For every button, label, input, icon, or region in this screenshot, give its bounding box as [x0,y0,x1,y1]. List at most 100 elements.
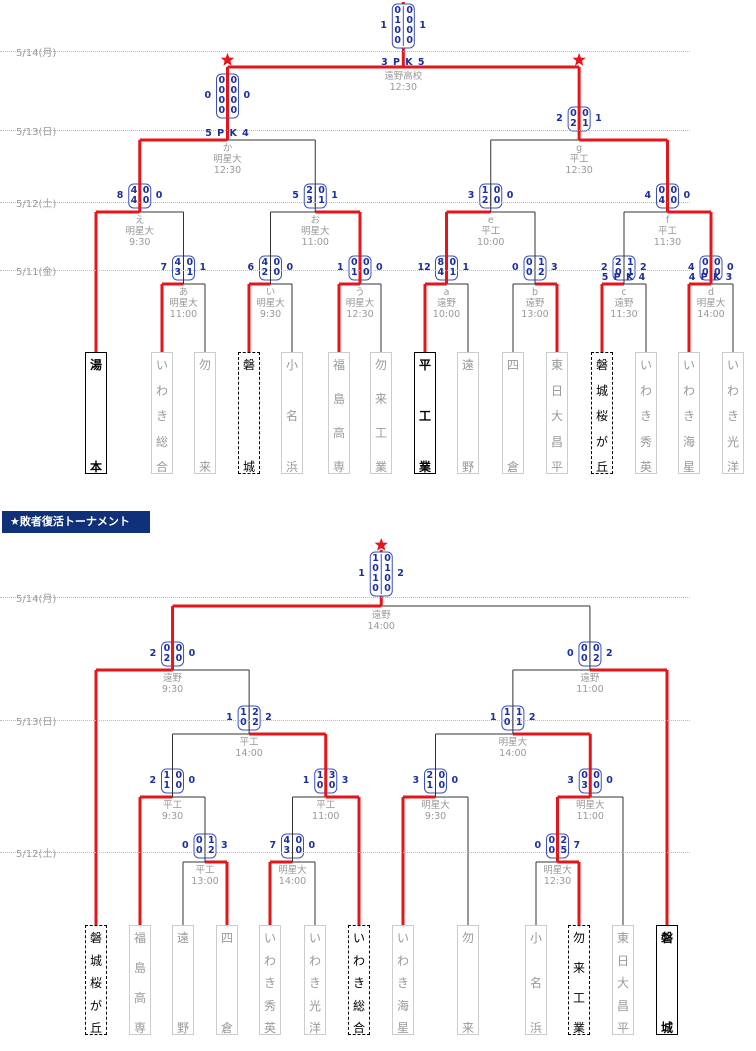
team-name-char: 城 [595,383,608,398]
match-time: 9:30 [424,811,447,822]
team-name-char: 英 [639,460,652,474]
half-score: 4 [261,257,269,268]
half-score: 4 [658,195,666,206]
match-id: e [487,215,494,226]
half-score: 0 [526,257,533,268]
team-name-char: 磐 [595,358,608,372]
half-score: 0 [593,770,600,781]
half-score: 0 [196,835,203,846]
total-score-right: 0 [376,262,383,273]
team-box: 小名浜 [525,925,547,1035]
team-name-char: 来 [198,460,211,474]
team-name-char: 桜 [89,976,102,990]
team-box: 東日大昌平 [612,925,634,1035]
total-score-right: 3 [221,840,228,851]
team-box: いわき光洋 [722,352,744,474]
date-gridline [0,130,690,131]
team-name-char: 昌 [550,434,563,449]
half-score: 0 [592,643,600,654]
team-box: 遠野 [457,352,479,474]
match-venue: 平工 [195,865,215,876]
team-box: 平工業 [414,352,436,474]
half-score: 0 [394,35,401,46]
half-score: 0 [670,195,678,206]
half-score: 4 [437,267,445,278]
half-score: 0 [175,653,183,664]
team-name-char: 倉 [220,1021,233,1035]
half-score: 1 [208,835,215,846]
match-time: 9:30 [259,309,282,320]
team-name-char: 遠 [461,358,474,372]
half-score: 0 [702,267,709,278]
half-score: 0 [186,257,194,268]
team-name-char: 業 [572,1021,585,1035]
team-name-char: 島 [332,392,345,406]
team-name-char: き [396,976,409,990]
total-score-right: 1 [199,262,207,273]
team-name-char: 来 [572,961,585,975]
half-score: 0 [295,835,303,846]
team-name-char: 高 [133,991,146,1005]
half-score: 0 [372,563,379,574]
half-score: 3 [174,267,182,278]
half-score: 1 [372,553,379,564]
match-id: c [621,287,627,298]
half-score: 1 [163,770,171,781]
match-time: 12:30 [213,165,242,176]
match-venue: 遠野 [614,298,634,309]
half-score: 0 [230,75,238,86]
match-venue: 明星大 [300,226,330,237]
match-time: 11:00 [576,684,604,695]
team-box: いわき秀英 [259,925,281,1035]
match-id: う [355,287,365,298]
half-score: 1 [351,267,358,278]
team-box: 勿来 [457,925,479,1035]
team-name-char: き [726,409,739,423]
team-name-char: 総 [155,434,168,449]
team-name-char: い [352,931,365,945]
repechage-banner: ★敗者復活トーナメント [2,511,150,533]
half-score: 2 [163,653,171,664]
match-id: d [707,287,715,298]
half-score: 0 [406,15,413,26]
half-score: 0 [438,780,446,791]
half-score: 1 [515,707,523,718]
team-name-char: 勿 [461,931,474,945]
half-score: 0 [273,267,281,278]
team-name-char: 日 [616,953,629,968]
match-time: 11:30 [653,237,682,248]
total-score-right: 1 [419,20,426,31]
half-score: 1 [316,770,324,781]
total-score-right: 2 [528,712,536,723]
team-name-char: 平 [550,460,563,474]
total-score-left: 4 [688,262,695,273]
team-name-char: 合 [155,460,168,474]
team-name-char: 野 [176,1021,189,1035]
winner-star-icon [572,53,586,66]
match-time: 10:00 [477,237,505,248]
date-label: 5/11(金) [16,267,57,278]
match-time: 11:00 [301,237,329,248]
team-name-char: 海 [682,434,695,449]
total-score-left: 7 [269,840,277,851]
match-time: 14:00 [235,748,263,759]
half-score: 1 [394,15,401,26]
half-score: 8 [437,257,445,268]
half-score: 1 [449,267,457,278]
match-time: 9:30 [161,811,184,822]
match-venue: 平工 [162,800,182,811]
total-score-left: 3 [412,775,420,786]
match-id: g [576,143,583,154]
half-score: 4 [283,835,291,846]
half-score: 4 [174,257,182,268]
half-score: 0 [615,267,622,278]
total-score-left: 4 [644,190,652,201]
team-name-char: わ [639,383,652,398]
half-score: 3 [581,780,588,791]
team-name-char: 海 [396,998,409,1013]
team-box: 磐城 [656,925,678,1035]
team-name-char: き [682,409,695,423]
team-name-char: 大 [616,976,629,990]
total-score-right: 0 [506,190,514,201]
team-name-char: 城 [660,1021,673,1035]
